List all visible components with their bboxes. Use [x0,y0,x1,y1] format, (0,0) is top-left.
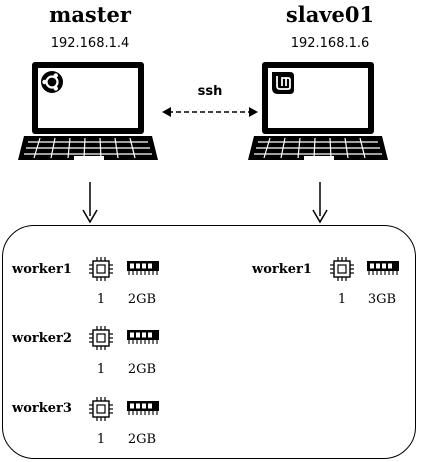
ssh-double-arrow [162,107,258,117]
cpu-count: 1 [96,362,106,377]
ram-stick-icon [127,330,159,344]
cpu-chip-icon [89,397,113,421]
memory-size: 2GB [127,432,157,447]
linux-mint-logo-icon [272,72,294,94]
memory-size: 2GB [127,292,157,307]
ssh-label: ssh [197,84,223,99]
worker-label: worker3 [12,401,72,416]
master-down-arrow [82,182,98,224]
worker-label: worker2 [12,331,72,346]
cpu-chip-icon [89,257,113,281]
slave01-laptop-icon [248,62,388,160]
master-ip: 192.168.1.4 [50,36,130,51]
slave01-ip: 192.168.1.6 [290,36,370,51]
worker-label: worker1 [252,262,312,277]
ubuntu-logo-icon [41,71,63,93]
cpu-chip-icon [330,257,354,281]
cpu-count: 1 [96,432,106,447]
ram-stick-icon [127,401,159,415]
master-laptop-icon [18,62,158,160]
cluster-box [2,225,416,459]
worker-label: worker1 [12,262,72,277]
cpu-count: 1 [96,292,106,307]
master-title: master [49,2,131,27]
slave01-title: slave01 [285,2,375,27]
ram-stick-icon [367,261,399,275]
memory-size: 2GB [127,362,157,377]
cpu-chip-icon [89,326,113,350]
memory-size: 3GB [367,292,397,307]
cpu-count: 1 [337,292,347,307]
ram-stick-icon [127,261,159,275]
slave01-down-arrow [312,182,328,224]
